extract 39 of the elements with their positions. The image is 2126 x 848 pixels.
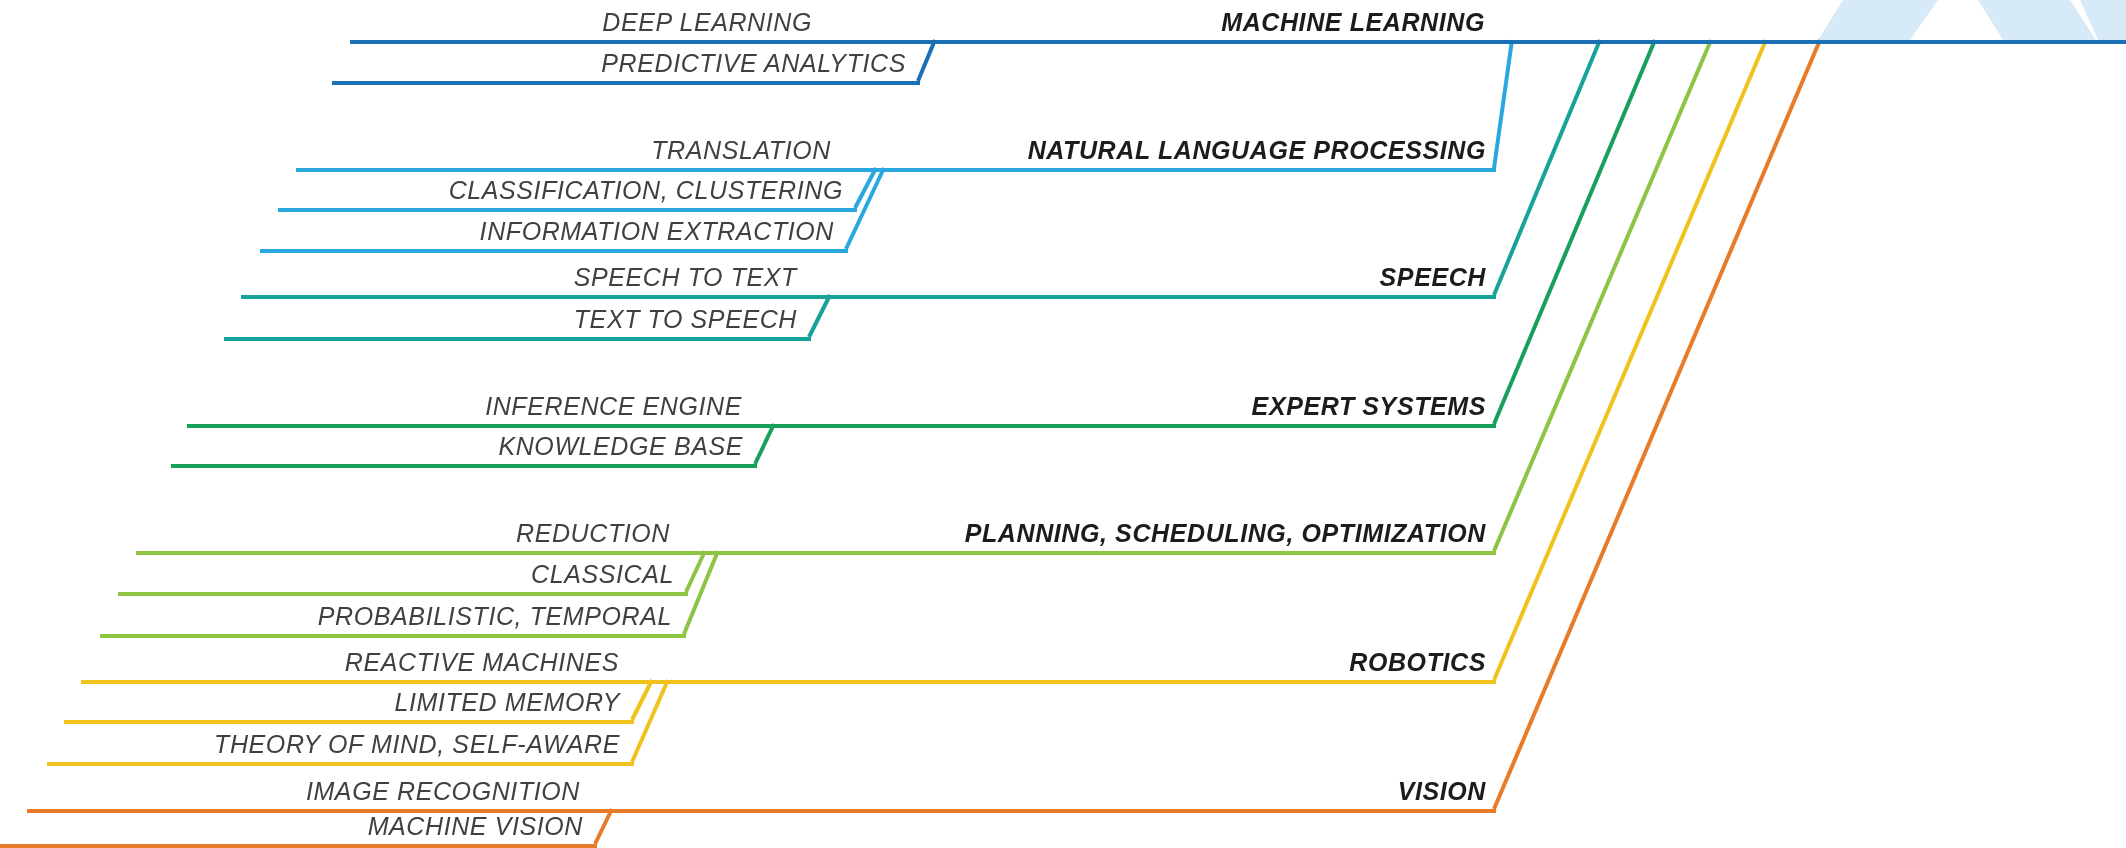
subtopic-label: PREDICTIVE ANALYTICS <box>601 49 906 77</box>
connector-line <box>807 294 832 338</box>
topic-label: VISION <box>1397 777 1486 805</box>
subtopic-label: REACTIVE MACHINES <box>344 648 619 676</box>
connector-line <box>630 679 670 763</box>
subtopic-label: PROBABILISTIC, TEMPORAL <box>317 602 672 630</box>
connector-line <box>630 679 654 721</box>
topic-label: SPEECH <box>1379 263 1486 291</box>
subtopic-label: THEORY OF MIND, SELF-AWARE <box>214 730 620 758</box>
topic-label: NATURAL LANGUAGE PROCESSING <box>1027 136 1486 164</box>
subtopic-label: CLASSICAL <box>531 560 674 588</box>
subtopic-label: TEXT TO SPEECH <box>573 305 797 333</box>
subtopic-label: DEEP LEARNING <box>602 8 812 36</box>
subtopic-label: CLASSIFICATION, CLUSTERING <box>448 176 843 204</box>
connector-line <box>916 39 937 82</box>
topic-label: ROBOTICS <box>1349 648 1486 676</box>
subtopic-label: MACHINE VISION <box>367 812 583 840</box>
subtopic-label: IMAGE RECOGNITION <box>305 777 580 805</box>
connector-line <box>1492 39 1713 552</box>
subtopic-label: INFORMATION EXTRACTION <box>479 217 834 245</box>
subtopic-label: REDUCTION <box>516 519 670 547</box>
connector-line <box>1492 39 1602 296</box>
connector-line <box>684 550 707 593</box>
connector-line <box>1492 39 1657 425</box>
subtopic-label: LIMITED MEMORY <box>394 688 620 716</box>
topic-label: MACHINE LEARNING <box>1221 8 1485 36</box>
connector-line <box>1492 39 1822 810</box>
topic-label: PLANNING, SCHEDULING, OPTIMIZATION <box>964 519 1486 547</box>
subtopic-label: KNOWLEDGE BASE <box>498 432 743 460</box>
connector-line <box>1492 39 1768 681</box>
connector-line <box>853 167 878 209</box>
subtopic-label: SPEECH TO TEXT <box>573 263 797 291</box>
connector-line <box>844 167 886 250</box>
connector-line <box>753 423 776 465</box>
connector-line <box>593 808 614 845</box>
subtopic-label: INFERENCE ENGINE <box>485 392 742 420</box>
connector-line <box>682 550 720 635</box>
subtopic-label: TRANSLATION <box>651 136 831 164</box>
topic-label: EXPERT SYSTEMS <box>1251 392 1486 420</box>
